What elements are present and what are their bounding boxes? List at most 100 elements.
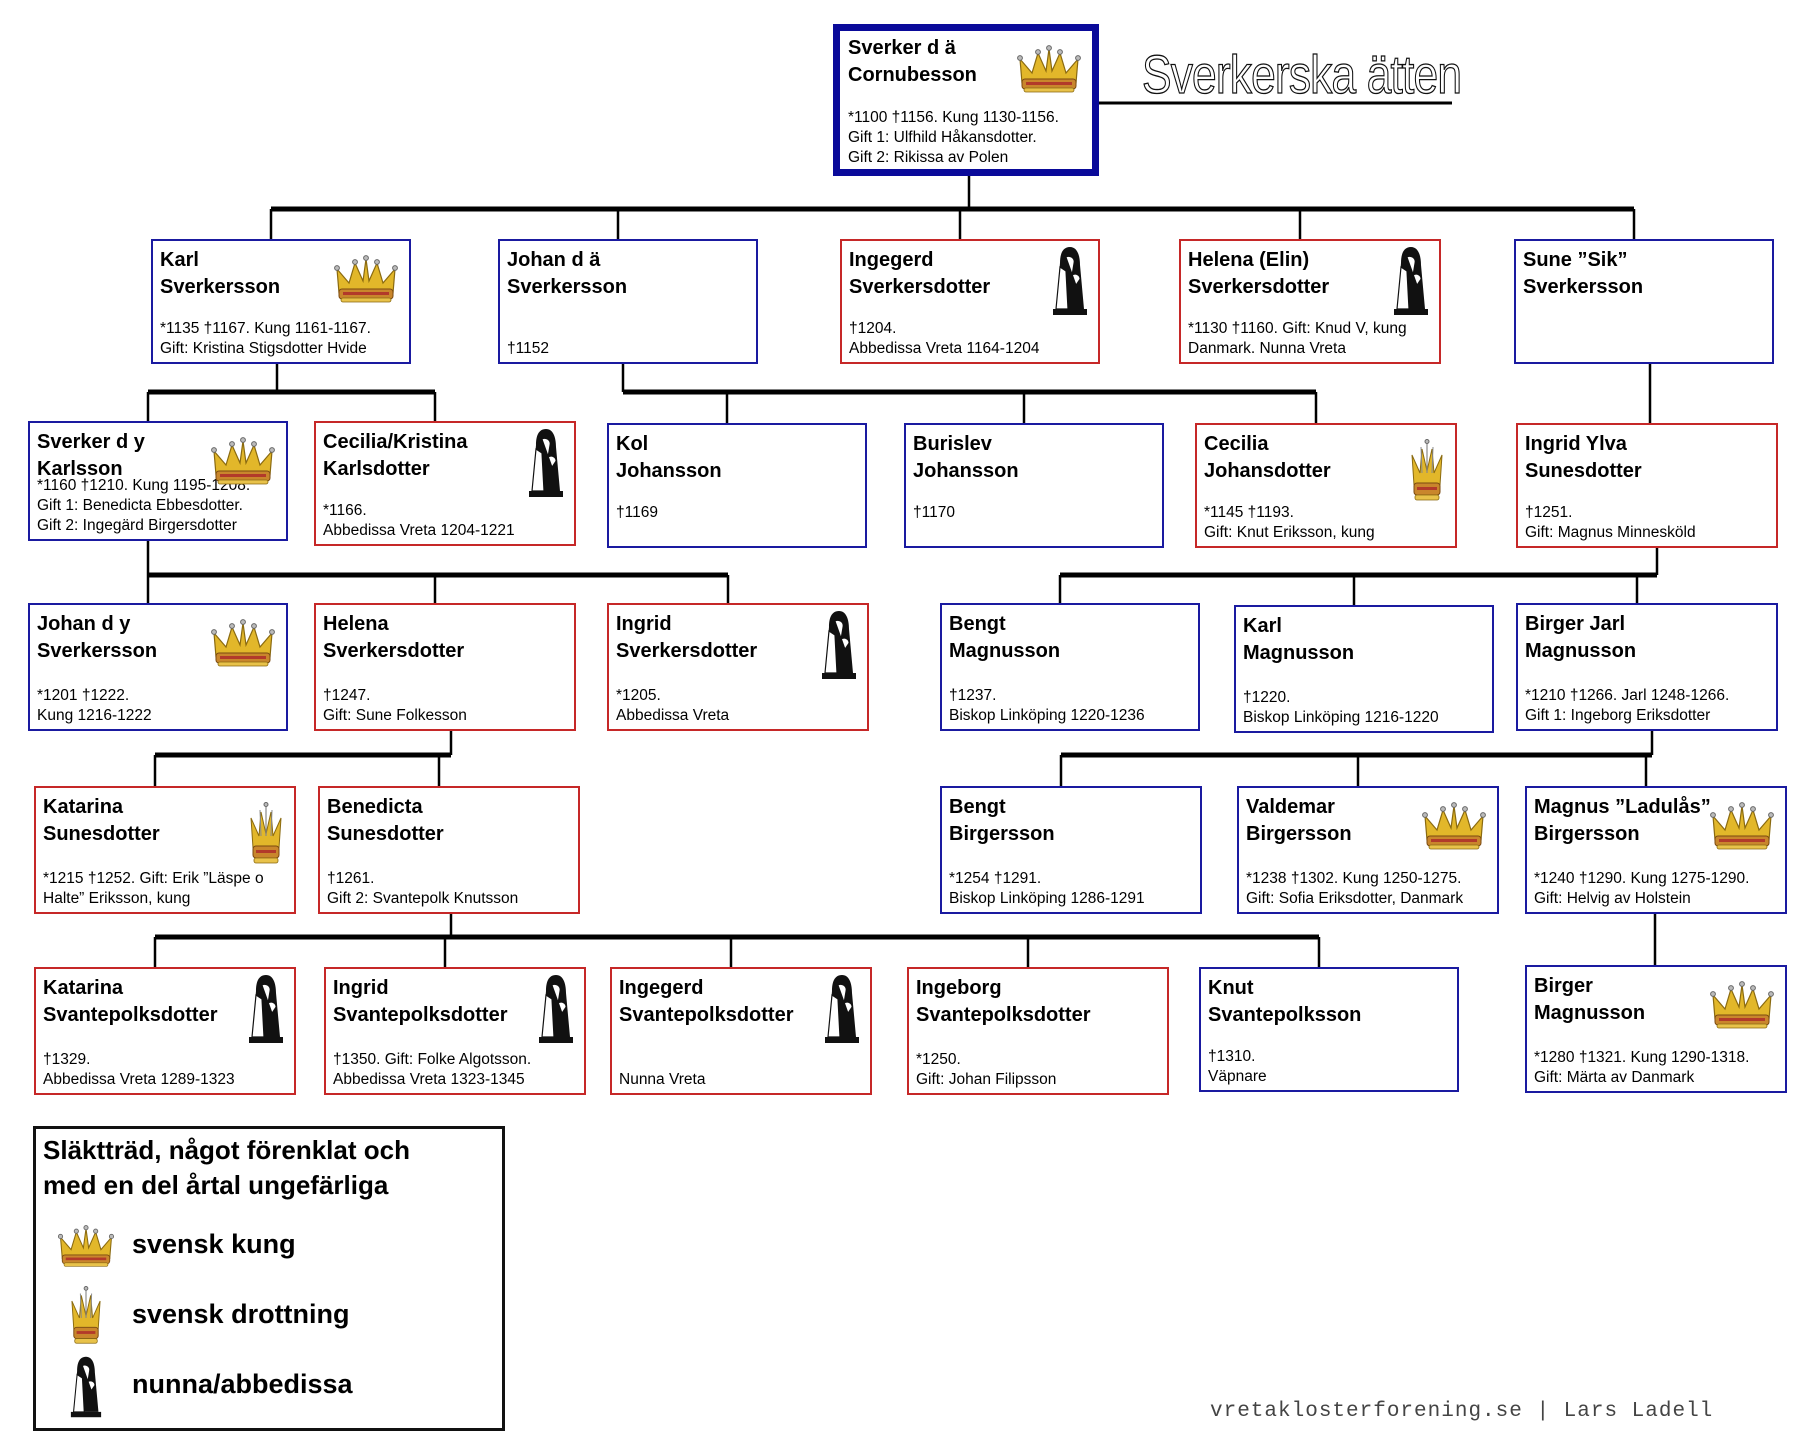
person-name-line2: Karlsson xyxy=(37,458,123,480)
nun-icon xyxy=(1391,245,1431,317)
person-info: *1280 †1321. Kung 1290-1318.Gift: Märta … xyxy=(1534,1048,1749,1088)
queen-crown-icon xyxy=(1409,439,1445,505)
person-info-line: †1247. xyxy=(323,687,371,704)
person-name-line1: Helena xyxy=(323,613,389,635)
person-info-line: *1145 †1193. xyxy=(1204,504,1294,521)
nun-icon xyxy=(536,973,576,1045)
person-name-line1: Kol xyxy=(616,433,649,455)
king-crown-icon xyxy=(210,619,276,669)
person-name-line2: Svantepolksdotter xyxy=(619,1004,794,1026)
person-info-line: Halte” Eriksson, kung xyxy=(43,890,191,907)
person-info-line: *1130 †1160. Gift: Knud V, kung xyxy=(1188,320,1407,337)
person-name-line2: Karlsdotter xyxy=(323,458,430,480)
nun-icon xyxy=(1050,245,1090,317)
person-name-line1: Ingegerd xyxy=(619,977,704,999)
chart-title: Sverkerska ätten xyxy=(1141,44,1462,105)
person-info-line: †1169 xyxy=(616,504,658,521)
nun-icon xyxy=(56,1356,116,1418)
person-name-line2: Cornubesson xyxy=(848,64,977,86)
person-name-line2: Magnusson xyxy=(1243,642,1355,664)
person-info-line: †1170 xyxy=(913,504,955,521)
person-name-line1: Birger Jarl xyxy=(1525,613,1626,635)
king-crown-icon xyxy=(1421,802,1487,852)
person-name-line1: Bengt xyxy=(949,796,1006,818)
person-name-line2: Svantepolksdotter xyxy=(916,1004,1091,1026)
person-name-line2: Birgersson xyxy=(1246,823,1352,845)
person-info: *1205.Abbedissa Vreta xyxy=(616,686,729,726)
person-info: †1152 xyxy=(507,339,549,359)
person-info: †1329.Abbedissa Vreta 1289-1323 xyxy=(43,1050,235,1090)
person-info: *1201 †1222. Kung 1216-1222 xyxy=(37,686,152,726)
person-name-line1: Birger xyxy=(1534,975,1593,997)
person-name-line2: Sunesdotter xyxy=(327,823,444,845)
person-info-line: †1152 xyxy=(507,340,549,357)
person-info-line: Biskop Linköping 1286-1291 xyxy=(949,890,1145,907)
person-name-line1: Ingrid xyxy=(333,977,389,999)
person-name-line1: Sverker d y xyxy=(37,431,145,453)
person-box-sverker-d-y: Sverker d y Karlsson*1160 †1210. Kung 119… xyxy=(28,421,288,541)
person-info: *1250.Gift: Johan Filipsson xyxy=(916,1050,1056,1090)
person-name-line2: Sverkersson xyxy=(37,640,158,662)
person-info-line: Danmark. Nunna Vreta xyxy=(1188,340,1346,357)
person-name-line1: Magnus ”Ladulås” xyxy=(1534,796,1711,818)
person-name-line2: Magnusson xyxy=(1534,1002,1646,1024)
person-info: †1261.Gift 2: Svantepolk Knutsson xyxy=(327,869,518,909)
person-info-line: *1280 †1321. Kung 1290-1318. xyxy=(1534,1049,1750,1066)
person-box-sune-sik: Sune ”Sik” Sverkersson xyxy=(1514,239,1774,364)
legend-item-nun: nunna/abbedissa xyxy=(36,1356,502,1418)
person-info: *1210 †1266. Jarl 1248-1266.Gift 1: Inge… xyxy=(1525,686,1729,726)
person-info-line: *1238 †1302. Kung 1250-1275. xyxy=(1246,870,1462,887)
person-name-line2: Johansson xyxy=(913,460,1019,482)
person-name-line1: Sverker d ä xyxy=(848,37,956,59)
person-name-line2: Johansdotter xyxy=(1204,460,1331,482)
person-info-line: *1201 †1222. xyxy=(37,687,130,704)
person-info-line: Gift: Knut Eriksson, kung xyxy=(1204,524,1375,541)
person-name-line2: Sverkersdotter xyxy=(616,640,758,662)
person-info-line: Abbedissa Vreta 1204-1221 xyxy=(323,522,515,539)
person-info-line: Kung 1216-1222 xyxy=(37,707,152,724)
person-name-line1: Ingrid Ylva xyxy=(1525,433,1627,455)
person-info-line: Abbedissa Vreta xyxy=(616,707,730,724)
legend-title: Släktträd, något förenklat och med en de… xyxy=(43,1133,410,1203)
person-name-line2: Johansson xyxy=(616,460,722,482)
person-name-line1: Ingrid xyxy=(616,613,672,635)
person-info-line: Gift 2: Rikissa av Polen xyxy=(848,149,1009,166)
person-name-line2: Sverkersdotter xyxy=(1188,276,1330,298)
person-info-line: †1310. xyxy=(1208,1048,1256,1065)
legend-label: nunna/abbedissa xyxy=(132,1369,353,1399)
person-info-line: Gift 2: Svantepolk Knutsson xyxy=(327,890,519,907)
person-info: *1160 †1210. Kung 1195-1208.Gift 1: Bene… xyxy=(37,476,250,536)
person-info: *1240 †1290. Kung 1275-1290.Gift: Helvig… xyxy=(1534,869,1749,909)
person-info: †1237.Biskop Linköping 1220-1236 xyxy=(949,686,1145,726)
person-info-line: Nunna Vreta xyxy=(619,1071,706,1088)
king-crown-icon xyxy=(1709,981,1775,1031)
person-info-line: Gift: Helvig av Holstein xyxy=(1534,890,1691,907)
person-info: †1350. Gift: Folke Algotsson.Abbedissa V… xyxy=(333,1050,531,1090)
king-crown-icon xyxy=(56,1217,116,1277)
credit-text: vretaklosterforening.se | Lars Ladell xyxy=(1210,1400,1714,1423)
person-info: *1166.Abbedissa Vreta 1204-1221 xyxy=(323,501,515,541)
person-name-line1: Sune ”Sik” xyxy=(1523,249,1628,271)
legend-title-line1: Släktträd, något förenklat och xyxy=(43,1135,410,1165)
person-name-line2: Birgersson xyxy=(1534,823,1640,845)
nun-icon xyxy=(526,427,566,499)
person-info: *1100 †1156. Kung 1130-1156.Gift 1: Ulfh… xyxy=(848,108,1059,168)
person-name-line2: Sverkersson xyxy=(1523,276,1644,298)
person-info: †1170 xyxy=(913,503,955,543)
person-info-line: Gift: Magnus Minnesköld xyxy=(1525,524,1696,541)
person-info: *1145 †1193. Gift: Knut Eriksson, kung xyxy=(1204,503,1375,543)
person-info: †1169 xyxy=(616,503,658,543)
person-name-line2: Sverkersson xyxy=(160,276,281,298)
person-box-magnus-ladulas: Magnus ”Ladulås” Birgersson *1240 †1290. K… xyxy=(1525,786,1787,914)
